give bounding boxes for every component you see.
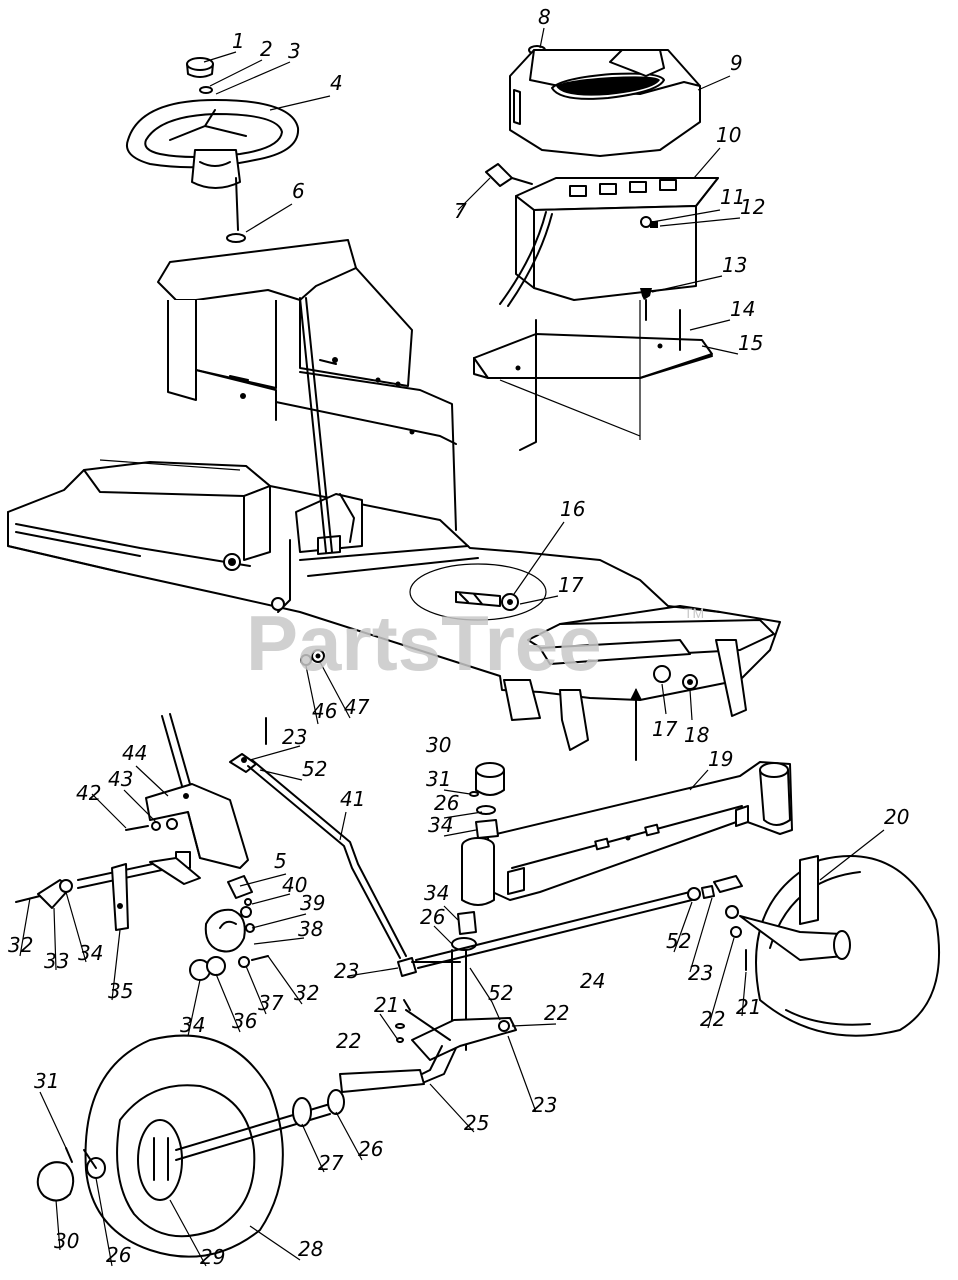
callout-39: 39 — [300, 891, 325, 915]
callout-labels: 1 2 3 4 5 6 7 8 9 10 11 12 13 14 15 16 1… — [8, 5, 909, 1269]
callout-6: 6 — [292, 179, 305, 203]
callout-38: 38 — [298, 917, 323, 941]
steering-wheel — [126, 57, 300, 243]
callout-4: 4 — [330, 71, 343, 95]
callout-30b: 30 — [54, 1229, 79, 1253]
callout-31b: 31 — [34, 1069, 59, 1093]
callout-20: 20 — [884, 805, 909, 829]
callout-23d: 23 — [532, 1093, 557, 1117]
watermark-tm: TM — [684, 605, 704, 621]
callout-37: 37 — [258, 991, 284, 1015]
callout-27: 27 — [318, 1151, 344, 1175]
callout-36: 36 — [232, 1009, 257, 1033]
steering-shaft — [299, 297, 333, 553]
callout-34c: 34 — [78, 941, 103, 965]
callout-32b: 32 — [294, 981, 319, 1005]
callout-25: 25 — [464, 1111, 489, 1135]
callout-11: 11 — [720, 185, 745, 209]
callout-12: 12 — [740, 195, 765, 219]
callout-42: 42 — [76, 781, 101, 805]
callout-18: 18 — [684, 723, 709, 747]
callout-14: 14 — [730, 297, 755, 321]
front-axle — [461, 761, 793, 906]
steering-bracket — [15, 713, 249, 931]
callout-52c: 52 — [488, 981, 513, 1005]
callout-23a: 23 — [282, 725, 307, 749]
watermark-text: PartsTree — [246, 599, 602, 687]
callout-23c: 23 — [334, 959, 359, 983]
callout-52b: 52 — [666, 929, 691, 953]
callout-21a: 21 — [736, 995, 761, 1019]
callout-47: 47 — [344, 695, 370, 719]
callout-2: 2 — [260, 37, 273, 61]
battery-cover — [509, 45, 701, 157]
callout-24: 24 — [580, 969, 605, 993]
battery-tray — [473, 300, 713, 451]
frame-chassis — [7, 459, 781, 761]
callout-34b: 34 — [424, 881, 449, 905]
callout-3: 3 — [288, 39, 301, 63]
callout-26c: 26 — [358, 1137, 383, 1161]
left-wheel-assembly — [36, 1034, 345, 1258]
callout-1: 1 — [232, 29, 245, 53]
partstree-watermark: PartsTree TM — [246, 599, 704, 687]
left-spindle — [339, 949, 517, 1093]
callout-52a: 52 — [302, 757, 327, 781]
callout-30a: 30 — [426, 733, 451, 757]
battery — [485, 163, 719, 321]
tie-rod — [411, 875, 743, 969]
callout-9: 9 — [730, 51, 743, 75]
drag-link — [229, 717, 417, 977]
callout-15: 15 — [738, 331, 763, 355]
callout-16: 16 — [560, 497, 585, 521]
callout-29: 29 — [200, 1245, 225, 1269]
callout-31a: 31 — [426, 767, 451, 791]
callout-22c: 22 — [336, 1029, 361, 1053]
callout-46: 46 — [312, 699, 337, 723]
callout-13: 13 — [722, 253, 747, 277]
callout-28: 28 — [298, 1237, 323, 1261]
callout-5: 5 — [274, 849, 287, 873]
callout-21b: 21 — [374, 993, 399, 1017]
callout-26b: 26 — [420, 905, 445, 929]
right-wheel-assembly — [725, 855, 940, 1037]
callout-33: 33 — [44, 949, 69, 973]
steering-gear — [189, 875, 269, 981]
callout-17b: 17 — [652, 717, 678, 741]
callout-19: 19 — [708, 747, 733, 771]
callout-17a: 17 — [558, 573, 584, 597]
dash-panel — [157, 239, 457, 531]
callout-8: 8 — [538, 5, 551, 29]
callout-26a: 26 — [434, 791, 459, 815]
callout-34d: 34 — [180, 1013, 205, 1037]
callout-44: 44 — [122, 741, 147, 765]
callout-10: 10 — [716, 123, 741, 147]
leader-lines — [19, 27, 885, 1267]
callout-43: 43 — [108, 767, 133, 791]
callout-40: 40 — [282, 873, 307, 897]
callout-22b: 22 — [544, 1001, 569, 1025]
callout-41: 41 — [340, 787, 365, 811]
